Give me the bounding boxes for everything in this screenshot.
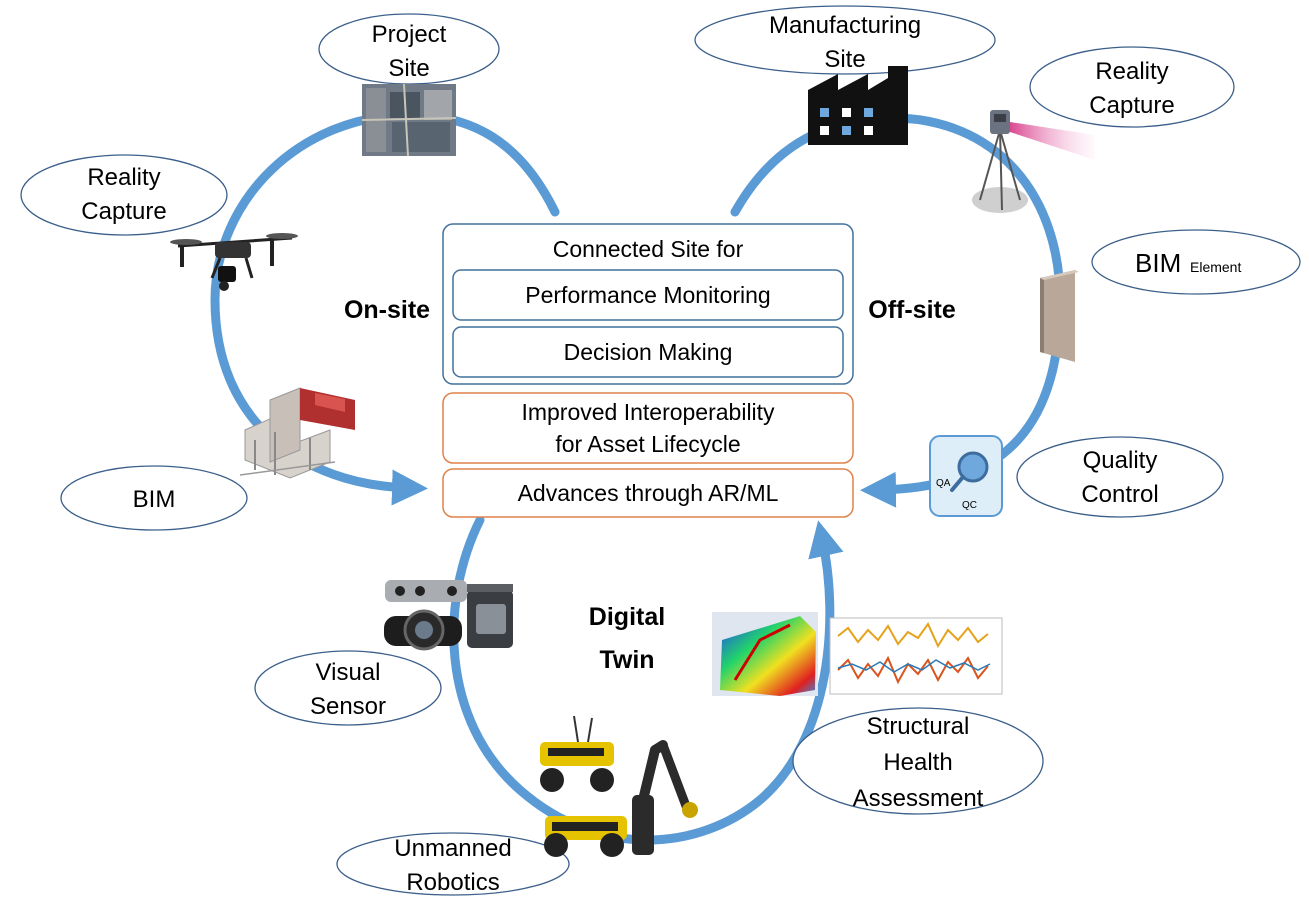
- manufacturing-site-bubble: Manufacturing Site: [694, 5, 996, 75]
- connected-site-box: Connected Site for Performance Monitorin…: [442, 223, 854, 385]
- svg-text:Structural: Structural: [867, 713, 970, 740]
- svg-text:Sensor: Sensor: [310, 693, 386, 720]
- qc-label: QC: [962, 500, 977, 511]
- bim-element-bubble: BIM Element: [1091, 229, 1301, 295]
- qa-label: QA: [936, 478, 951, 489]
- svg-text:Project: Project: [372, 21, 447, 48]
- interoperability-box: Improved Interoperability for Asset Life…: [442, 392, 854, 464]
- reality-capture-right-bubble: Reality Capture: [1029, 46, 1235, 128]
- depth-camera-icon: [385, 580, 467, 602]
- quality-control-bubble: Quality Control: [1016, 436, 1224, 518]
- performance-monitoring-box: [452, 269, 844, 321]
- svg-text:Robotics: Robotics: [406, 869, 499, 896]
- svg-text:Health: Health: [883, 749, 952, 776]
- decision-making-label: Decision Making: [564, 339, 733, 365]
- reality-capture-left-bubble: Reality Capture: [20, 154, 228, 236]
- svg-text:BIM: BIM: [133, 486, 176, 513]
- svg-text:Capture: Capture: [1089, 92, 1174, 119]
- robotic-arm-icon: [632, 740, 698, 855]
- fem-model-icon: [712, 612, 818, 696]
- svg-text:Site: Site: [388, 55, 429, 82]
- advances-box: Advances through AR/ML: [442, 468, 854, 518]
- svg-text:Visual: Visual: [316, 659, 381, 686]
- svg-text:Unmanned: Unmanned: [394, 835, 511, 862]
- qa-qc-icon: QA QC: [929, 435, 1003, 517]
- connected-site-title: Connected Site for: [553, 236, 744, 262]
- laser-scanner-icon: [972, 110, 1095, 213]
- aerial-site-photo-icon: [361, 83, 457, 157]
- svg-text:Assessment: Assessment: [853, 785, 984, 812]
- stereo-camera-icon: [384, 609, 462, 651]
- bim-element-panel-icon: [1040, 270, 1079, 362]
- advances-label: Advances through AR/ML: [518, 480, 779, 506]
- bim-model-icon: [239, 387, 355, 479]
- terrestrial-scanner-icon: [467, 584, 513, 648]
- unmanned-robotics-bubble: Unmanned Robotics: [336, 832, 570, 896]
- vibration-signal-plot-icon: [829, 617, 1003, 695]
- offsite-label: Off-site: [868, 296, 956, 324]
- svg-text:Control: Control: [1081, 481, 1158, 508]
- interop-line-1: Improved Interoperability: [521, 399, 775, 425]
- digital-twin-label-line-2: Twin: [599, 646, 654, 674]
- project-site-bubble: Project Site: [318, 13, 500, 85]
- decision-making-box: [452, 326, 844, 378]
- svg-text:Site: Site: [824, 46, 865, 73]
- structural-health-bubble: Structural Health Assessment: [792, 707, 1044, 815]
- svg-text:Manufacturing: Manufacturing: [769, 12, 921, 39]
- svg-text:Quality: Quality: [1083, 447, 1158, 474]
- bim-bubble: BIM: [60, 465, 248, 531]
- interop-line-2: for Asset Lifecycle: [555, 431, 740, 457]
- factory-icon: [808, 66, 908, 145]
- drone-icon: [170, 233, 298, 291]
- mobile-robot-icon: [540, 715, 614, 792]
- svg-text:Reality: Reality: [1095, 58, 1168, 85]
- onsite-label: On-site: [344, 296, 430, 324]
- bim-element-sub: Element: [1190, 259, 1241, 275]
- bim-element-main: BIM: [1135, 248, 1181, 278]
- digital-twin-label-line-1: Digital: [589, 603, 665, 631]
- svg-text:Reality: Reality: [87, 164, 160, 191]
- visual-sensor-bubble: Visual Sensor: [254, 650, 442, 726]
- performance-monitoring-label: Performance Monitoring: [525, 282, 770, 308]
- ground-robot-icon: [544, 816, 627, 857]
- svg-text:Capture: Capture: [81, 198, 166, 225]
